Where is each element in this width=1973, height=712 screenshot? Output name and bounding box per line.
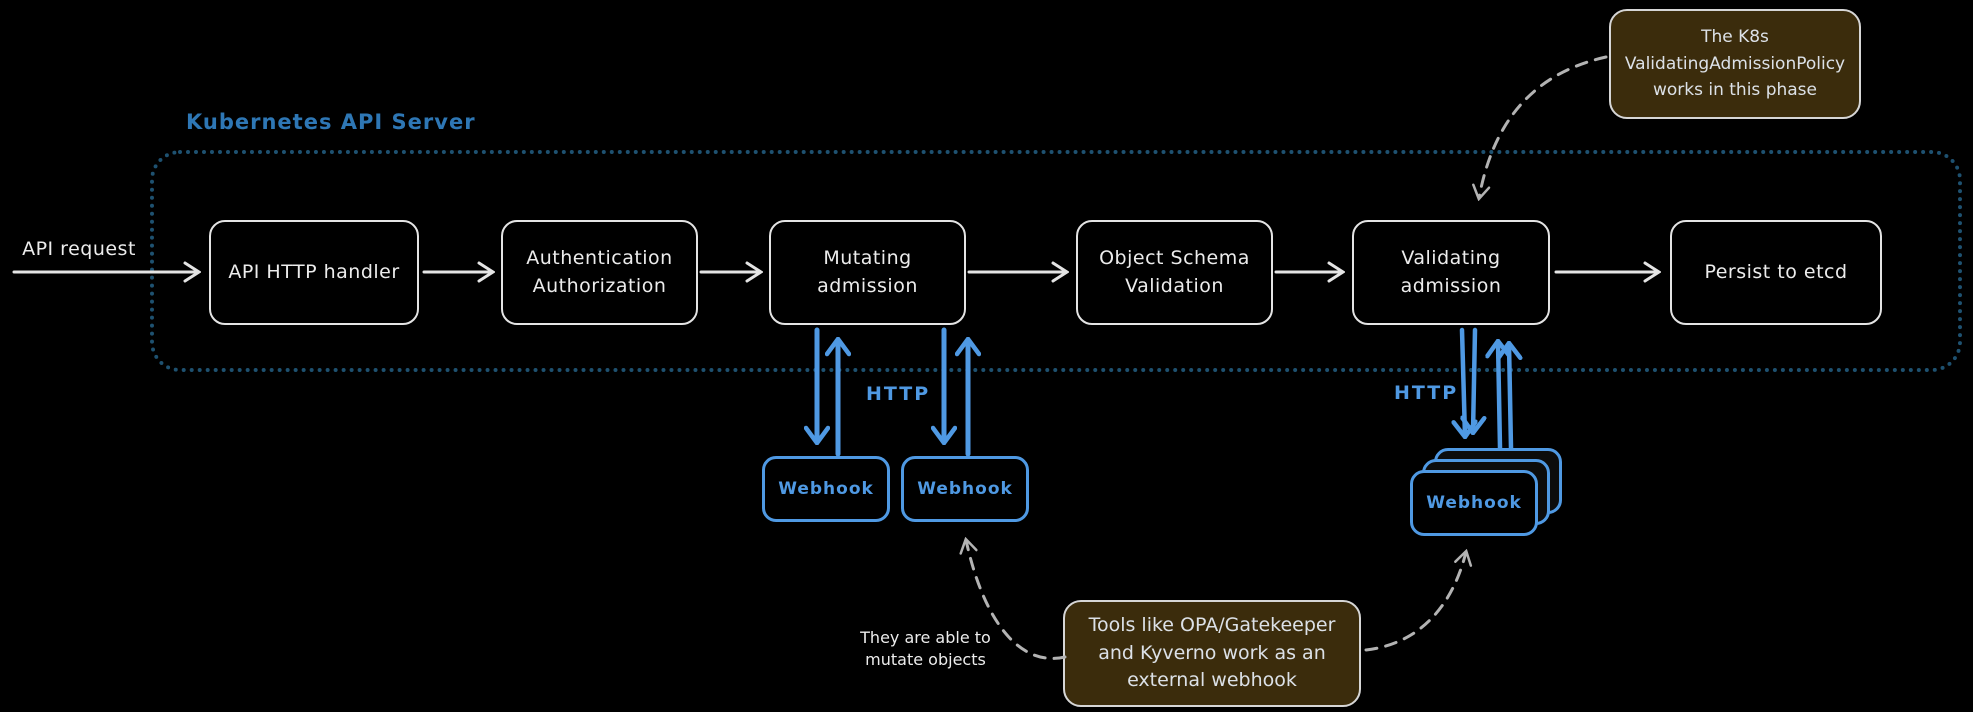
http-label-validating: HTTP	[1394, 382, 1459, 404]
api-server-boundary	[150, 150, 1962, 372]
note-validating-policy: The K8s ValidatingAdmissionPolicy works …	[1609, 9, 1861, 119]
note-mutate-ability: They are able to mutate objects	[860, 628, 991, 669]
arrow-note-tools-to-validating-webhook	[1364, 552, 1466, 652]
api-request-label: API request	[22, 238, 136, 260]
pipeline-box-authentication-authorization: Authentication Authorization	[501, 220, 698, 325]
pipeline-box-api-http-handler: API HTTP handler	[209, 220, 419, 325]
note-external-tools: Tools like OPA/Gatekeeper and Kyverno wo…	[1063, 600, 1361, 707]
pipeline-box-persist-to-etcd: Persist to etcd	[1670, 220, 1882, 325]
mutating-webhook-box-1: Webhook	[762, 456, 890, 522]
pipeline-box-object-schema-validation: Object Schema Validation	[1076, 220, 1273, 325]
http-label-mutating: HTTP	[866, 383, 931, 405]
pipeline-box-mutating-admission: Mutating admission	[769, 220, 966, 325]
validating-webhook-stack-front: Webhook	[1410, 470, 1538, 536]
mutating-webhook-box-2: Webhook	[901, 456, 1029, 522]
pipeline-box-validating-admission: Validating admission	[1352, 220, 1550, 325]
api-server-title: Kubernetes API Server	[186, 110, 476, 134]
